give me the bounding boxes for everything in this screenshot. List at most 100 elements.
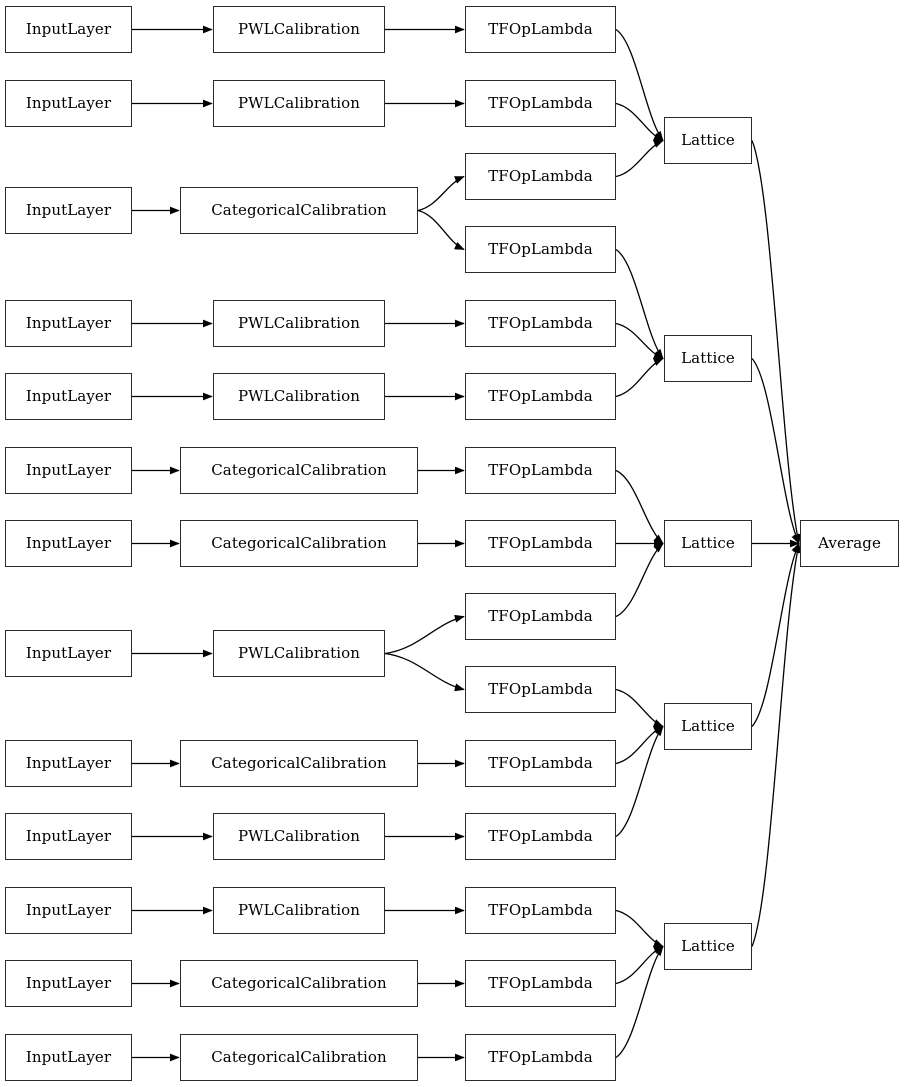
graph-node-label: TFOpLambda (488, 974, 593, 992)
graph-node-label: CategoricalCalibration (211, 534, 387, 552)
graph-edge-cal8-to-op9 (384, 614, 465, 655)
graph-node-lat4[interactable]: Lattice (664, 703, 752, 750)
graph-edge-lat2-to-avg (751, 358, 800, 545)
graph-node-label: TFOpLambda (488, 1048, 593, 1066)
graph-edge-op15-to-lat5 (615, 945, 664, 1059)
graph-node-op9[interactable]: TFOpLambda (465, 593, 616, 640)
graph-node-label: TFOpLambda (488, 607, 593, 625)
graph-node-cal1[interactable]: PWLCalibration (213, 6, 385, 53)
graph-node-cal2[interactable]: PWLCalibration (213, 80, 385, 127)
graph-node-label: TFOpLambda (488, 20, 593, 38)
graph-node-label: InputLayer (25, 94, 112, 112)
graph-node-in8[interactable]: InputLayer (5, 630, 132, 677)
graph-node-cal6[interactable]: CategoricalCalibration (180, 447, 418, 494)
graph-node-cal13[interactable]: CategoricalCalibration (180, 1034, 418, 1081)
graph-edge-op12-to-lat4 (615, 725, 664, 838)
graph-node-in3[interactable]: InputLayer (5, 187, 132, 234)
graph-node-in1[interactable]: InputLayer (5, 6, 132, 53)
graph-node-lat3[interactable]: Lattice (664, 520, 752, 567)
graph-node-cal4[interactable]: PWLCalibration (213, 300, 385, 347)
graph-node-label: TFOpLambda (488, 94, 593, 112)
graph-node-label: TFOpLambda (488, 167, 593, 185)
graph-edge-op5-to-lat2 (615, 322, 664, 360)
graph-edge-op10-to-lat4 (615, 688, 664, 728)
graph-node-label: CategoricalCalibration (211, 974, 387, 992)
graph-node-in2[interactable]: InputLayer (5, 80, 132, 127)
graph-edge-op13-to-lat5 (615, 909, 664, 948)
graph-node-in7[interactable]: InputLayer (5, 520, 132, 567)
graph-node-op6[interactable]: TFOpLambda (465, 373, 616, 420)
graph-node-op3[interactable]: TFOpLambda (465, 153, 616, 200)
graph-node-op15[interactable]: TFOpLambda (465, 1034, 616, 1081)
graph-node-label: TFOpLambda (488, 534, 593, 552)
graph-node-in11[interactable]: InputLayer (5, 887, 132, 934)
graph-edge-op7-to-lat3 (615, 469, 664, 545)
graph-node-avg[interactable]: Average (800, 520, 899, 567)
graph-edge-cal3-to-op3 (417, 175, 465, 212)
graph-node-op2[interactable]: TFOpLambda (465, 80, 616, 127)
graph-node-cal11[interactable]: PWLCalibration (213, 887, 385, 934)
graph-node-cal5[interactable]: PWLCalibration (213, 373, 385, 420)
graph-node-op7[interactable]: TFOpLambda (465, 447, 616, 494)
graph-node-lat5[interactable]: Lattice (664, 923, 752, 970)
graph-node-in13[interactable]: InputLayer (5, 1034, 132, 1081)
graph-node-op14[interactable]: TFOpLambda (465, 960, 616, 1007)
graph-node-label: InputLayer (25, 387, 112, 405)
graph-edge-cal8-to-op10 (384, 652, 465, 692)
graph-node-in6[interactable]: InputLayer (5, 447, 132, 494)
graph-node-label: Lattice (681, 349, 735, 367)
graph-node-op5[interactable]: TFOpLambda (465, 300, 616, 347)
graph-node-label: TFOpLambda (488, 754, 593, 772)
graph-node-lat2[interactable]: Lattice (664, 335, 752, 382)
graph-node-cal3[interactable]: CategoricalCalibration (180, 187, 418, 234)
graph-node-in10[interactable]: InputLayer (5, 813, 132, 860)
graph-node-label: InputLayer (25, 974, 112, 992)
graph-node-cal12[interactable]: CategoricalCalibration (180, 960, 418, 1007)
graph-edge-lat5-to-avg (751, 542, 801, 947)
graph-node-cal7[interactable]: CategoricalCalibration (180, 520, 418, 567)
graph-node-label: CategoricalCalibration (211, 201, 387, 219)
graph-node-label: CategoricalCalibration (211, 754, 387, 772)
graph-node-in5[interactable]: InputLayer (5, 373, 132, 420)
graph-edge-lat4-to-avg (751, 542, 800, 727)
graph-node-label: PWLCalibration (237, 314, 361, 332)
graph-node-in12[interactable]: InputLayer (5, 960, 132, 1007)
graph-node-label: PWLCalibration (237, 901, 361, 919)
graph-node-in4[interactable]: InputLayer (5, 300, 132, 347)
graph-node-op1[interactable]: TFOpLambda (465, 6, 616, 53)
graph-node-label: InputLayer (25, 827, 112, 845)
graph-edge-op14-to-lat5 (615, 945, 664, 985)
graph-node-label: TFOpLambda (488, 827, 593, 845)
graph-node-op4[interactable]: TFOpLambda (465, 226, 616, 273)
graph-node-label: PWLCalibration (237, 387, 361, 405)
graph-node-label: InputLayer (25, 20, 112, 38)
graph-node-in9[interactable]: InputLayer (5, 740, 132, 787)
graph-node-label: TFOpLambda (488, 680, 593, 698)
graph-node-lat1[interactable]: Lattice (664, 117, 752, 164)
graph-node-op10[interactable]: TFOpLambda (465, 666, 616, 713)
graph-node-op13[interactable]: TFOpLambda (465, 887, 616, 934)
graph-node-label: Lattice (681, 534, 735, 552)
graph-edge-op11-to-lat4 (615, 725, 664, 765)
graph-node-label: InputLayer (25, 901, 112, 919)
graph-node-op11[interactable]: TFOpLambda (465, 740, 616, 787)
graph-node-label: TFOpLambda (488, 387, 593, 405)
graph-node-label: TFOpLambda (488, 901, 593, 919)
graph-edge-op3-to-lat1 (615, 139, 664, 178)
graph-node-label: InputLayer (25, 461, 112, 479)
graph-edge-op1-to-lat1 (615, 28, 664, 142)
graph-node-cal8[interactable]: PWLCalibration (213, 630, 385, 677)
graph-node-label: Lattice (681, 131, 735, 149)
graph-node-label: TFOpLambda (488, 461, 593, 479)
graph-node-op8[interactable]: TFOpLambda (465, 520, 616, 567)
graph-node-label: InputLayer (25, 754, 112, 772)
graph-node-cal10[interactable]: PWLCalibration (213, 813, 385, 860)
graph-node-label: Lattice (681, 717, 735, 735)
graph-node-label: InputLayer (25, 314, 112, 332)
graph-node-op12[interactable]: TFOpLambda (465, 813, 616, 860)
graph-node-cal9[interactable]: CategoricalCalibration (180, 740, 418, 787)
graph-node-label: PWLCalibration (237, 20, 361, 38)
graph-edge-cal3-to-op4 (417, 209, 465, 251)
graph-edge-op6-to-lat2 (615, 357, 664, 398)
